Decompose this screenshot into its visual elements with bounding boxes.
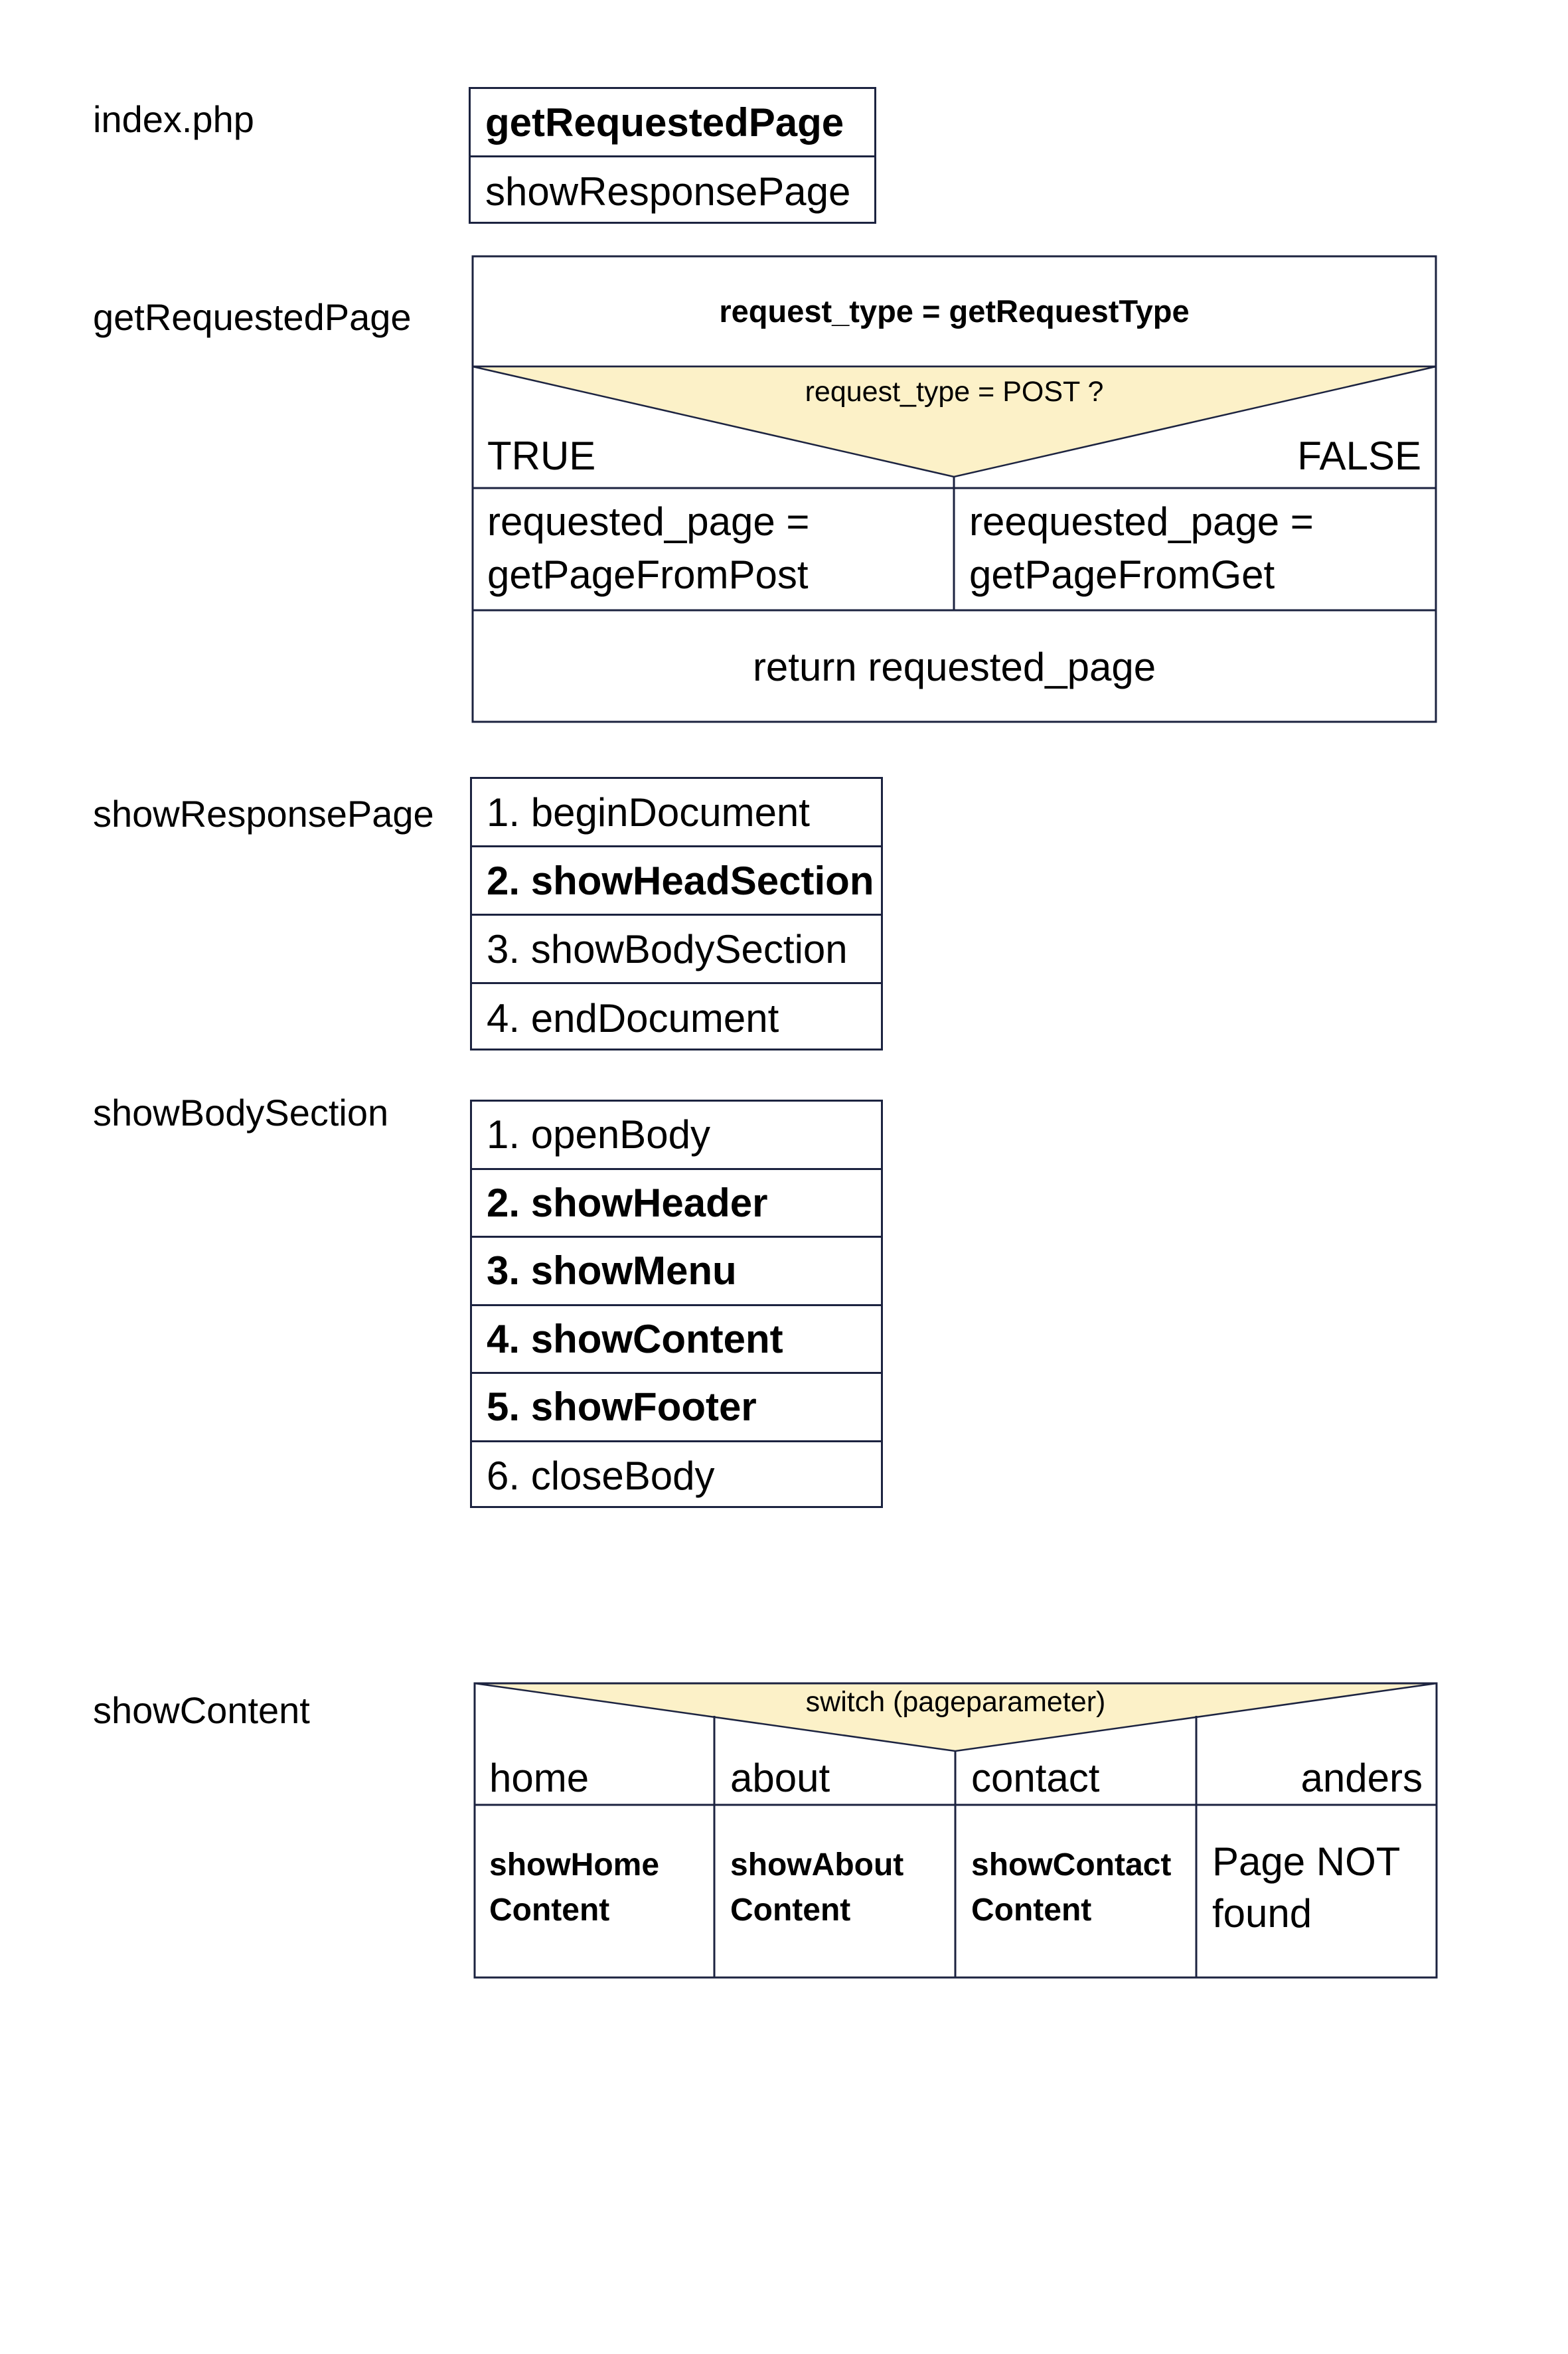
case-action-contact-line-1: showContact <box>971 1847 1172 1883</box>
index-php-row-1: getRequestedPage <box>471 89 874 157</box>
case-label-about: about <box>730 1755 830 1800</box>
show-response-page-row-2: 2. showHeadSection <box>472 847 881 916</box>
label-show-content: showContent <box>93 1689 310 1731</box>
label-get-requested-page: getRequestedPage <box>93 296 412 338</box>
show-response-page-row-3: 3. showBodySection <box>472 916 881 984</box>
get-requested-page-structogram: request_type = getRequestType request_ty… <box>471 255 1437 723</box>
case-action-anders-line-1: Page NOT <box>1212 1839 1401 1884</box>
case-action-home-line-2: Content <box>489 1892 610 1928</box>
show-body-section-row-1: 1. openBody <box>472 1102 881 1170</box>
index-php-row-2: showResponsePage <box>485 169 851 214</box>
index-php-box: getRequestedPage showResponsePage <box>469 87 876 224</box>
show-body-section-row-6: 6. closeBody <box>487 1454 715 1499</box>
true-branch-statement: requested_page = getPageFromPost <box>487 495 809 602</box>
label-index-php: index.php <box>93 98 254 140</box>
show-response-page-row-4: 4. endDocument <box>487 996 779 1041</box>
show-body-section-row-2: 2. showHeader <box>472 1170 881 1238</box>
label-show-body-section: showBodySection <box>93 1092 389 1134</box>
case-action-home-line-1: showHome <box>489 1847 660 1883</box>
get-requested-page-lines <box>471 255 1437 723</box>
false-label: FALSE <box>1297 433 1421 478</box>
case-action-contact-line-2: Content <box>971 1892 1092 1928</box>
return-statement: return requested_page <box>752 644 1156 689</box>
decision-triangle <box>472 365 1437 478</box>
case-label-home: home <box>489 1755 589 1800</box>
case-action-anders: Page NOT found <box>1212 1836 1400 1940</box>
show-body-section-row-5: 5. showFooter <box>472 1374 881 1442</box>
case-label-anders: anders <box>1300 1755 1423 1800</box>
true-label: TRUE <box>487 433 596 478</box>
show-body-section-row-4: 4. showContent <box>472 1306 881 1374</box>
false-branch-line-2: getPageFromGet <box>969 552 1275 597</box>
show-body-section-row-3: 3. showMenu <box>472 1238 881 1306</box>
show-response-page-row-1: 1. beginDocument <box>472 779 881 847</box>
decision-condition: request_type = POST ? <box>805 375 1104 408</box>
true-branch-line-1: requested_page = <box>487 499 810 544</box>
case-label-contact: contact <box>971 1755 1100 1800</box>
true-branch-line-2: getPageFromPost <box>487 552 809 597</box>
case-action-about-line-1: showAbout <box>730 1847 904 1883</box>
show-content-lines <box>473 1682 1438 1979</box>
case-action-anders-line-2: found <box>1212 1891 1312 1936</box>
assign-statement: request_type = getRequestType <box>719 293 1190 329</box>
case-action-about-line-2: Content <box>730 1892 851 1928</box>
switch-expression: switch (pageparameter) <box>805 1685 1106 1718</box>
label-show-response-page: showResponsePage <box>93 793 434 835</box>
false-branch-statement: reequested_page = getPageFromGet <box>969 495 1314 602</box>
false-branch-line-1: reequested_page = <box>969 499 1314 544</box>
